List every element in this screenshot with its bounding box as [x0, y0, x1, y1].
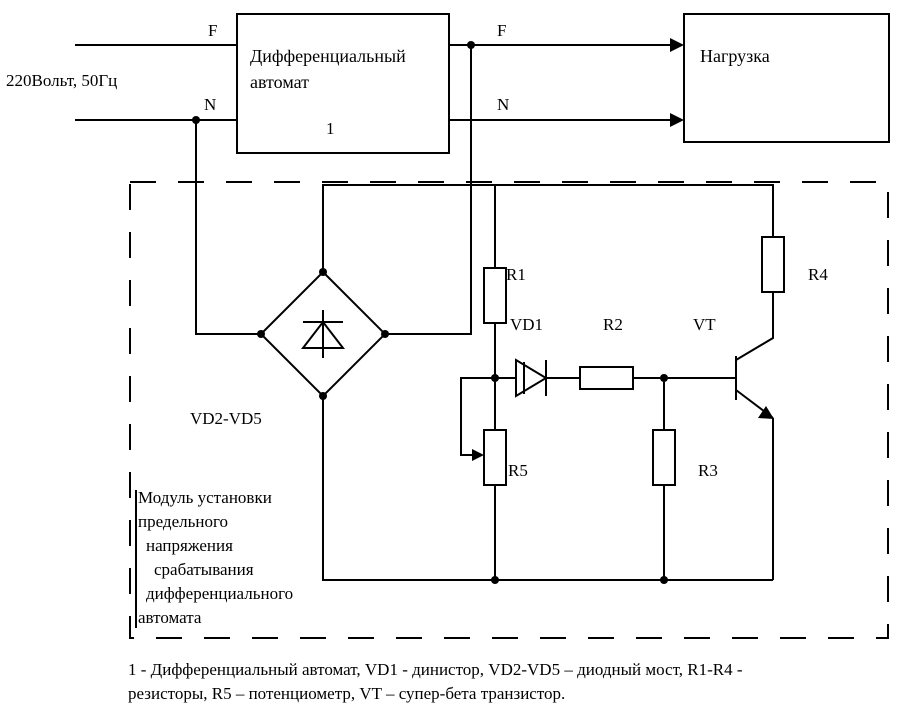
bridge-right-node [381, 330, 389, 338]
r1-resistor [483, 267, 507, 324]
vd1-label: VD1 [510, 315, 543, 334]
positive-rail [322, 184, 774, 272]
r1-label: R1 [506, 265, 526, 284]
supply-neutral-label: N [204, 95, 216, 114]
figure-caption: 1 - Дифференциальный автомат, VD1 - дини… [128, 658, 888, 706]
vt-label: VT [693, 315, 716, 334]
r2-label: R2 [603, 315, 623, 334]
supply-phase-label: F [208, 21, 217, 40]
r3-label: R3 [698, 461, 718, 480]
r4-to-collector-wire [735, 292, 774, 361]
phase-to-bridge-wire [385, 45, 472, 335]
module-line-6: автомата [138, 608, 202, 627]
vd1-dinistor-icon [515, 358, 548, 398]
node-bottom-r5 [491, 576, 499, 584]
load-label: Нагрузка [700, 46, 770, 66]
breaker-box [236, 13, 450, 154]
output-phase-label: F [497, 21, 506, 40]
node-bottom-r3 [660, 576, 668, 584]
bridge-left-node [257, 330, 265, 338]
r4-resistor [761, 236, 785, 293]
module-line-3: напряжения [146, 536, 233, 555]
module-boundary [129, 181, 889, 639]
wiper-arrow-icon [472, 449, 484, 461]
caption-line-1: 1 - Дифференциальный автомат, VD1 - дини… [128, 660, 743, 679]
caption-line-2: резисторы, R5 – потенциометр, VT – супер… [128, 684, 566, 703]
vt-transistor-icon [735, 356, 774, 419]
phase-arrow-icon [670, 38, 684, 52]
r4-label: R4 [808, 265, 828, 284]
neutral-to-bridge-wire [195, 120, 261, 335]
module-line-4: срабатывания [154, 560, 254, 579]
breaker-title-line2: автомат [250, 72, 309, 92]
negative-rail [322, 396, 773, 581]
breaker-number: 1 [326, 119, 335, 138]
module-line-5: дифференциального [146, 584, 293, 603]
bridge-diode-icon [300, 310, 346, 358]
supply-label: 220Вольт, 50Гц [6, 71, 117, 90]
neutral-arrow-icon [670, 113, 684, 127]
r5-label: R5 [508, 461, 528, 480]
load-box [683, 13, 890, 143]
r2-resistor [579, 366, 634, 390]
r5-wiper-wire [460, 377, 495, 456]
output-neutral-label: N [497, 95, 509, 114]
r5-potentiometer [483, 429, 507, 486]
module-line-1: Модуль установки [138, 488, 272, 507]
module-line-2: предельного [138, 512, 228, 531]
breaker-title-line1: Дифференциальный [250, 46, 406, 66]
bridge-label: VD2-VD5 [190, 409, 262, 428]
r3-resistor [652, 429, 676, 486]
